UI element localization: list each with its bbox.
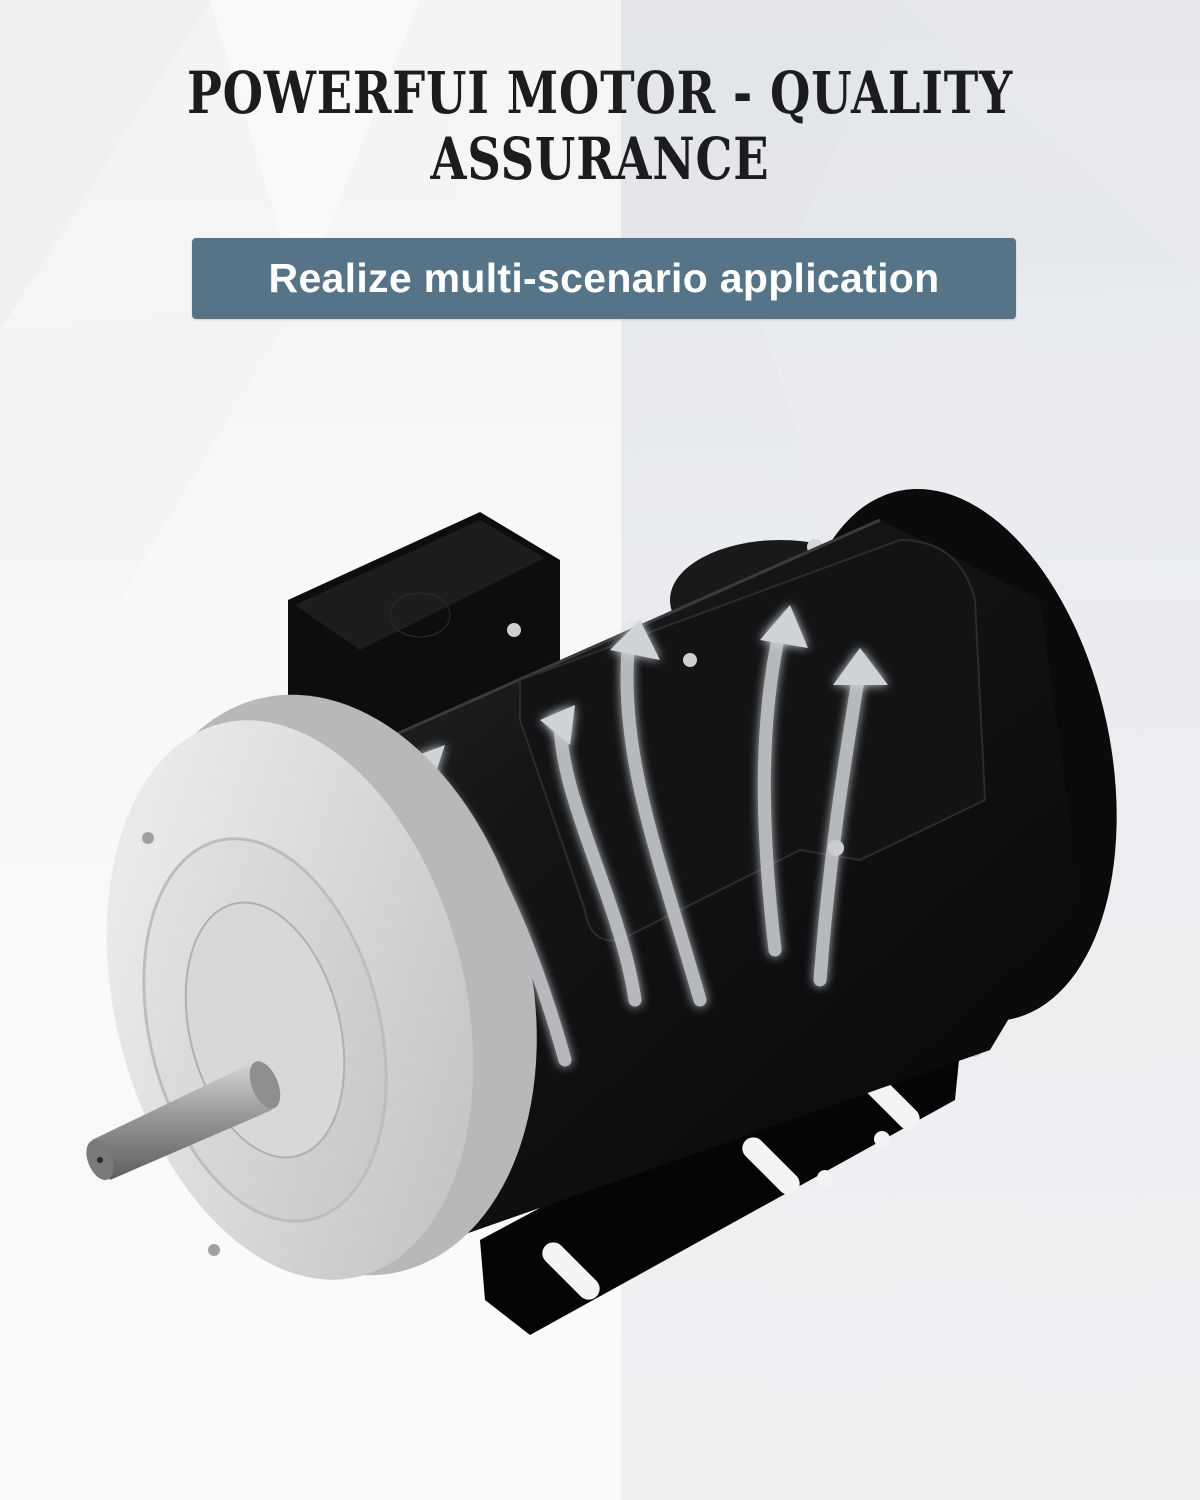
airflow-arrow-icon	[813, 673, 865, 987]
feature-banner: Realize multi-scenario application	[192, 238, 1016, 319]
page-title: POWERFUI MOTOR - QUALITY ASSURANCE	[0, 60, 1200, 192]
airflow-arrow-icon	[620, 643, 707, 1007]
output-shaft	[86, 1060, 281, 1180]
title-line-2: ASSURANCE	[430, 125, 770, 193]
banner-text: Realize multi-scenario application	[268, 255, 940, 301]
motor-product-image	[86, 488, 1117, 1335]
title-line-1: POWERFUI MOTOR - QUALITY	[186, 59, 1014, 127]
airflow-arrow-icon	[553, 713, 642, 1007]
airflow-arrow-icon	[757, 623, 787, 957]
front-flange	[106, 694, 537, 1280]
